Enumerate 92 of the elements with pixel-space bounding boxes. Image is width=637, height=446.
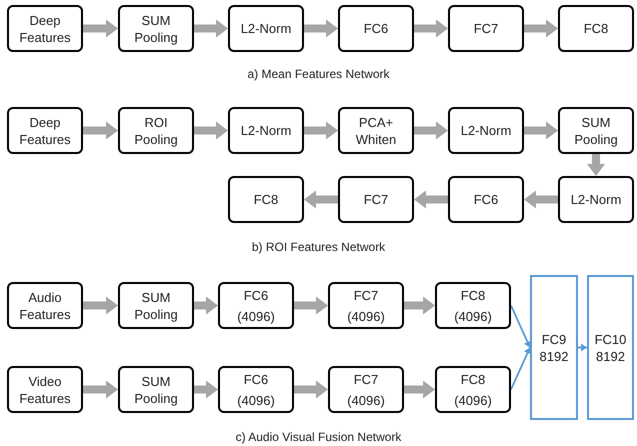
arrow xyxy=(194,122,228,140)
box-text: SUM Pooling xyxy=(133,288,179,322)
process-box xyxy=(118,366,194,413)
arrow xyxy=(414,20,448,38)
box-text: PCA+ Whiten xyxy=(354,114,398,148)
box-text: (4096) xyxy=(454,308,492,324)
layer-box xyxy=(587,275,634,420)
arrow xyxy=(294,296,328,314)
process-box xyxy=(218,366,294,413)
process-box xyxy=(7,282,83,329)
box-text: SUM Pooling xyxy=(133,12,179,46)
box-text: Video Features xyxy=(18,372,72,406)
process-box xyxy=(435,366,511,413)
arrow xyxy=(194,380,218,398)
box-text: (4096) xyxy=(237,392,275,408)
arrow xyxy=(294,380,328,398)
box-text: FC8 xyxy=(460,370,486,388)
box-text: FC6 xyxy=(474,191,498,208)
box-text: (4096) xyxy=(347,308,385,324)
box-text: L2-Norm xyxy=(240,20,292,37)
arrow xyxy=(414,122,448,140)
box-text: SUM Pooling xyxy=(133,372,179,406)
process-box xyxy=(218,282,294,329)
box-text: FC7 xyxy=(474,20,498,37)
process-box xyxy=(118,107,194,154)
process-box xyxy=(338,5,414,52)
arrow xyxy=(510,347,532,390)
process-box xyxy=(118,5,194,52)
layer-box xyxy=(530,275,578,420)
box-text: 8192 xyxy=(596,348,625,364)
process-box xyxy=(448,107,524,154)
process-box xyxy=(328,282,404,329)
process-box xyxy=(228,176,304,223)
arrow xyxy=(83,296,118,314)
box-text: FC9 xyxy=(542,330,566,348)
process-box xyxy=(338,176,414,223)
arrow xyxy=(194,296,218,314)
process-box xyxy=(7,107,83,154)
arrow xyxy=(304,190,338,208)
arrow xyxy=(404,380,435,398)
box-text: Audio Features xyxy=(18,288,72,322)
box-text: FC7 xyxy=(354,286,378,304)
box-text: FC6 xyxy=(244,286,268,304)
arrow xyxy=(304,20,338,38)
arrow xyxy=(304,122,338,140)
box-text: L2-Norm xyxy=(570,191,622,208)
arrow xyxy=(83,380,118,398)
caption: a) Mean Features Network xyxy=(247,66,390,83)
process-box xyxy=(558,107,634,154)
process-box xyxy=(338,107,414,154)
arrow xyxy=(524,20,558,38)
box-text: FC7 xyxy=(364,191,388,208)
arrow xyxy=(414,190,448,208)
process-box xyxy=(435,282,511,329)
box-text: SUM Pooling xyxy=(573,114,619,148)
process-box xyxy=(448,176,524,223)
box-text: L2-Norm xyxy=(460,122,512,139)
arrow xyxy=(194,20,228,38)
box-text: L2-Norm xyxy=(240,122,292,139)
box-text: 8192 xyxy=(540,348,568,364)
process-box xyxy=(118,282,194,329)
box-text: FC7 xyxy=(354,370,378,388)
arrow xyxy=(578,344,587,352)
process-box xyxy=(7,366,83,413)
box-text: FC8 xyxy=(584,20,608,37)
box-text: (4096) xyxy=(347,392,385,408)
box-text: (4096) xyxy=(454,392,492,408)
arrow xyxy=(524,122,558,140)
process-box xyxy=(228,107,304,154)
box-text: ROI Pooling xyxy=(133,114,179,148)
box-text: Deep Features xyxy=(18,12,72,46)
arrow xyxy=(83,20,118,38)
box-text: FC10 xyxy=(594,330,626,348)
caption: c) Audio Visual Fusion Network xyxy=(236,429,402,446)
box-text: FC6 xyxy=(244,370,268,388)
caption: b) ROI Features Network xyxy=(252,239,386,256)
process-box xyxy=(228,5,304,52)
process-box xyxy=(558,5,634,52)
process-box xyxy=(7,5,83,52)
process-box xyxy=(328,366,404,413)
arrow xyxy=(83,122,118,140)
process-box xyxy=(448,5,524,52)
box-text: (4096) xyxy=(237,308,275,324)
process-box xyxy=(558,176,634,223)
arrow xyxy=(404,296,435,314)
arrow xyxy=(587,154,605,176)
arrow xyxy=(510,305,532,348)
arrow xyxy=(524,190,558,208)
box-text: FC8 xyxy=(254,191,278,208)
box-text: Deep Features xyxy=(18,114,72,148)
box-text: FC6 xyxy=(364,20,388,37)
box-text: FC8 xyxy=(460,286,486,304)
